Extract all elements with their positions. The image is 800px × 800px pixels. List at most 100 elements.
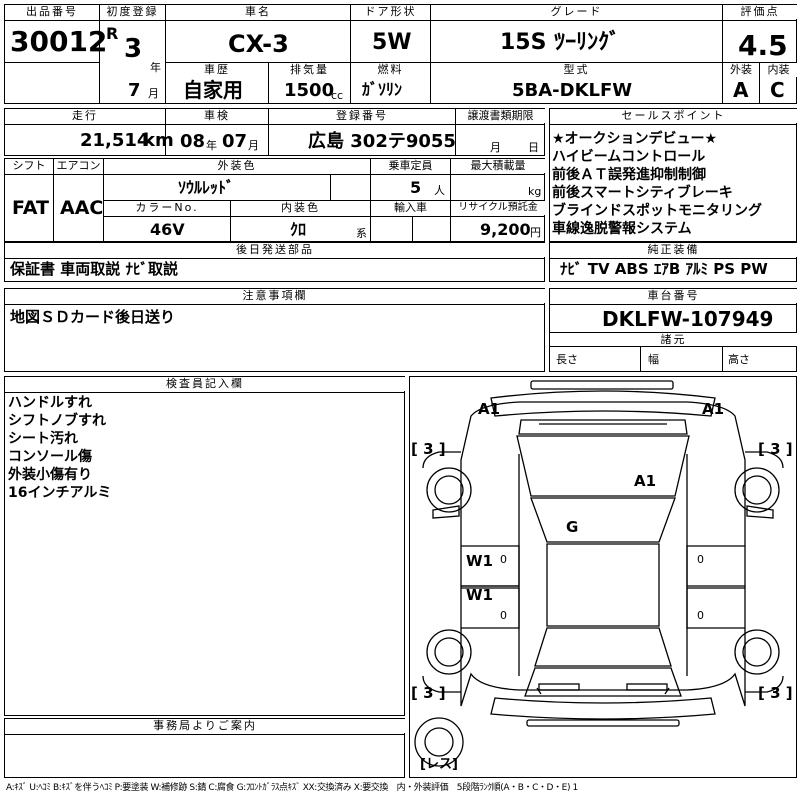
reg-no: 広島 302テ9055 bbox=[308, 131, 456, 152]
color-no: 46V bbox=[150, 220, 185, 239]
height-label: 高さ bbox=[728, 353, 750, 366]
era: R bbox=[106, 24, 119, 43]
recycle: 9,200 bbox=[480, 220, 531, 239]
legend: A:ｷｽﾞ U:ﾍｺﾐ B:ｷｽﾞを伴うﾍｺﾐ P:要塗装 W:補修跡 S:錆 … bbox=[6, 783, 578, 793]
inspection-year: 08 bbox=[180, 131, 206, 152]
notes-block bbox=[4, 288, 545, 372]
score: 4.5 bbox=[738, 29, 788, 62]
first-reg-label: 初度登録 bbox=[100, 5, 165, 19]
fuel-label: 燃料 bbox=[351, 63, 430, 77]
spare-tire-label: [レス] bbox=[420, 757, 458, 772]
capacity-unit: 人 bbox=[434, 184, 445, 197]
office-label: 事務局よりご案内 bbox=[5, 719, 405, 733]
transfer-day-unit: 日 bbox=[528, 141, 539, 154]
inspector-block bbox=[4, 376, 405, 716]
damage-mark-front-right: A1 bbox=[702, 400, 725, 418]
equipment-label: 純正装備 bbox=[550, 243, 797, 257]
notes-label: 注意事項欄 bbox=[5, 289, 545, 303]
damage-mark-hood: A1 bbox=[634, 472, 657, 490]
sales-points-block bbox=[549, 108, 797, 242]
equipment-value: ﾅﾋﾞ TV ABS ｴｱB ｱﾙﾐ PS PW bbox=[560, 260, 768, 278]
sales-point-6: 車線逸脱警報システム bbox=[552, 221, 692, 237]
history: 自家用 bbox=[183, 78, 243, 102]
reg-no-label: 登録番号 bbox=[269, 109, 455, 123]
width-label: 幅 bbox=[648, 353, 659, 366]
inspector-item-4: コンソール傷 bbox=[8, 449, 92, 465]
car-diagram-block bbox=[409, 376, 797, 778]
later-parts-label: 後日発送部品 bbox=[5, 243, 545, 257]
door-zero-right-front: 0 bbox=[697, 553, 704, 566]
mileage-unit: km bbox=[143, 130, 174, 151]
tire-mark-front-right: [ 3 ] bbox=[758, 440, 793, 458]
chassis-label: 車台番号 bbox=[550, 289, 797, 303]
car-diagram bbox=[414, 380, 784, 767]
mileage-label: 走行 bbox=[5, 109, 165, 123]
exterior-label: 外装 bbox=[723, 63, 759, 77]
interior-label: 内装 bbox=[760, 63, 797, 77]
inspection-month-unit: 月 bbox=[248, 139, 259, 152]
first-reg-year: 3 bbox=[124, 34, 143, 64]
office-block bbox=[4, 718, 405, 778]
recycle-unit: 円 bbox=[530, 226, 541, 239]
inspection-year-unit: 年 bbox=[206, 139, 217, 152]
inspector-item-2: シフトノブすれ bbox=[8, 413, 106, 429]
transfer-label: 譲渡書類期限 bbox=[456, 109, 545, 123]
color-label: 外装色 bbox=[104, 159, 370, 173]
first-reg-month: 7 bbox=[128, 80, 141, 101]
inspector-item-1: ハンドルすれ bbox=[8, 395, 92, 411]
sales-point-2: ハイビームコントロール bbox=[552, 149, 706, 165]
grade-label: グレード bbox=[431, 5, 722, 19]
equipment-block bbox=[549, 242, 797, 282]
score-label: 評価点 bbox=[723, 5, 797, 19]
inspector-item-6: 16インチアルミ bbox=[8, 485, 112, 501]
inspection-label: 車検 bbox=[166, 109, 268, 123]
month-unit: 月 bbox=[148, 87, 159, 100]
load-unit: kg bbox=[528, 185, 542, 198]
sales-point-3: 前後ＡＴ誤発進抑制制御 bbox=[552, 167, 706, 183]
chassis-block bbox=[549, 288, 797, 372]
chassis-number: DKLFW-107949 bbox=[602, 307, 774, 331]
fuel: ｶﾞｿﾘﾝ bbox=[362, 80, 403, 99]
length-label: 長さ bbox=[556, 353, 578, 366]
transfer-month-unit: 月 bbox=[490, 141, 501, 154]
later-parts-block bbox=[4, 242, 545, 282]
history-label: 車歴 bbox=[166, 63, 268, 77]
door-zero-right-rear: 0 bbox=[697, 609, 704, 622]
sales-point-5: ブラインドスポットモニタリング bbox=[552, 203, 762, 219]
model-label: 型式 bbox=[431, 63, 722, 77]
door-zero-left-front: 0 bbox=[500, 553, 507, 566]
door-label: ドア形状 bbox=[351, 5, 430, 19]
car-name: CX-3 bbox=[228, 30, 289, 58]
shift: FAT bbox=[12, 197, 49, 219]
door-type: 5W bbox=[372, 30, 412, 55]
ac: AAC bbox=[60, 197, 104, 219]
capacity-label: 乗車定員 bbox=[371, 159, 450, 173]
year-unit: 年 bbox=[150, 61, 161, 74]
load-label: 最大積載量 bbox=[451, 159, 545, 173]
interior-color-unit: 系 bbox=[356, 227, 367, 240]
color: ｿｳﾙﾚｯﾄﾞ bbox=[178, 178, 235, 197]
sales-point-1: ★オークションデビュー★ bbox=[552, 131, 718, 147]
inspector-item-5: 外装小傷有り bbox=[8, 467, 92, 483]
car-name-label: 車名 bbox=[166, 5, 350, 19]
tire-mark-rear-right: [ 3 ] bbox=[758, 684, 793, 702]
displacement-label: 排気量 bbox=[269, 63, 350, 77]
displacement-unit: cc bbox=[331, 89, 344, 102]
inspector-item-3: シート汚れ bbox=[8, 431, 78, 447]
color-no-label: カラーNo. bbox=[104, 201, 230, 215]
import-label: 輸入車 bbox=[371, 201, 450, 215]
recycle-label: リサイクル預託金 bbox=[451, 201, 545, 215]
displacement: 1500 bbox=[284, 80, 335, 101]
damage-mark-front-left: A1 bbox=[478, 400, 501, 418]
capacity: 5 bbox=[410, 178, 422, 197]
tire-mark-front-left: [ 3 ] bbox=[411, 440, 446, 458]
inspector-label: 検査員記入欄 bbox=[5, 377, 405, 391]
model: 5BA-DKLFW bbox=[512, 80, 633, 101]
interior-grade: C bbox=[770, 78, 785, 102]
notes-value: 地図ＳＤカード後日送り bbox=[10, 308, 176, 326]
mileage-block bbox=[4, 108, 545, 156]
exterior-grade: A bbox=[733, 78, 749, 102]
mileage: 21,514 bbox=[80, 130, 150, 151]
damage-mark-left-door-front: W1 bbox=[466, 552, 493, 570]
later-parts-value: 保証書 車両取説 ﾅﾋﾞ取説 bbox=[10, 260, 178, 278]
